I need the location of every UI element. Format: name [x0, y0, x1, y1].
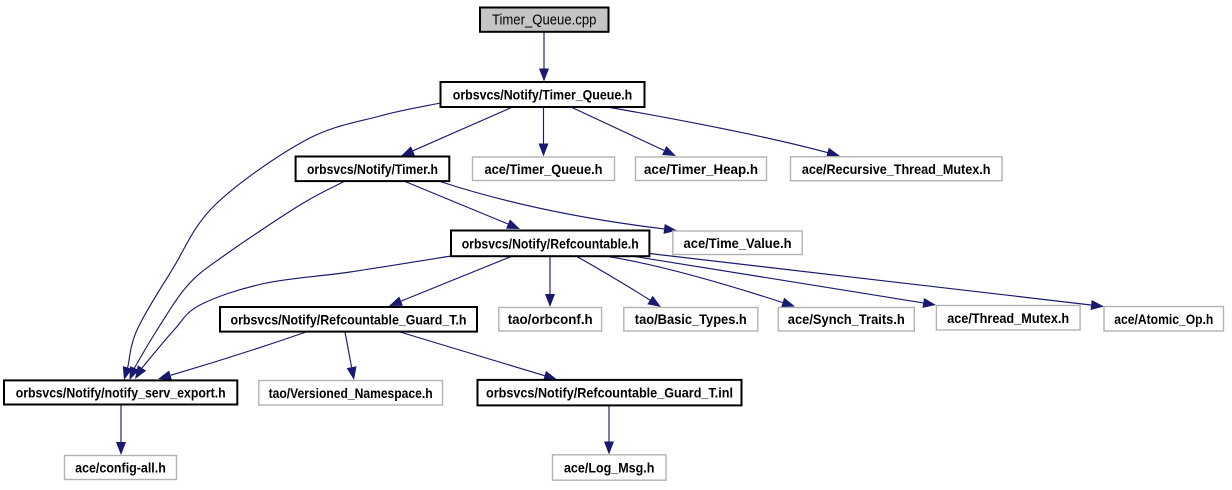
svg-text:Timer_Queue.cpp: Timer_Queue.cpp: [492, 13, 597, 29]
svg-text:ace/Time_Value.h: ace/Time_Value.h: [684, 235, 792, 251]
svg-text:ace/Thread_Mutex.h: ace/Thread_Mutex.h: [947, 310, 1069, 326]
svg-text:ace/config-all.h: ace/config-all.h: [75, 460, 166, 476]
svg-text:orbsvcs/Notify/Refcountable_Gu: orbsvcs/Notify/Refcountable_Guard_T.h: [231, 311, 467, 327]
svg-text:ace/Atomic_Op.h: ace/Atomic_Op.h: [1114, 311, 1213, 327]
svg-text:orbsvcs/Notify/Refcountable_Gu: orbsvcs/Notify/Refcountable_Guard_T.inl: [486, 385, 733, 401]
svg-text:ace/Recursive_Thread_Mutex.h: ace/Recursive_Thread_Mutex.h: [802, 161, 991, 177]
svg-text:orbsvcs/Notify/Timer_Queue.h: orbsvcs/Notify/Timer_Queue.h: [453, 87, 633, 103]
svg-text:orbsvcs/Notify/Timer.h: orbsvcs/Notify/Timer.h: [307, 161, 438, 177]
svg-text:tao/Versioned_Namespace.h: tao/Versioned_Namespace.h: [269, 385, 433, 401]
svg-text:ace/Synch_Traits.h: ace/Synch_Traits.h: [788, 311, 905, 327]
svg-text:ace/Timer_Heap.h: ace/Timer_Heap.h: [644, 161, 758, 177]
svg-text:ace/Timer_Queue.h: ace/Timer_Queue.h: [485, 161, 603, 177]
svg-text:orbsvcs/Notify/Refcountable.h: orbsvcs/Notify/Refcountable.h: [462, 235, 639, 251]
svg-text:ace/Log_Msg.h: ace/Log_Msg.h: [564, 460, 655, 476]
svg-text:orbsvcs/Notify/notify_serv_exp: orbsvcs/Notify/notify_serv_export.h: [16, 384, 226, 400]
svg-text:tao/orbconf.h: tao/orbconf.h: [508, 311, 593, 327]
svg-text:tao/Basic_Types.h: tao/Basic_Types.h: [635, 311, 747, 327]
